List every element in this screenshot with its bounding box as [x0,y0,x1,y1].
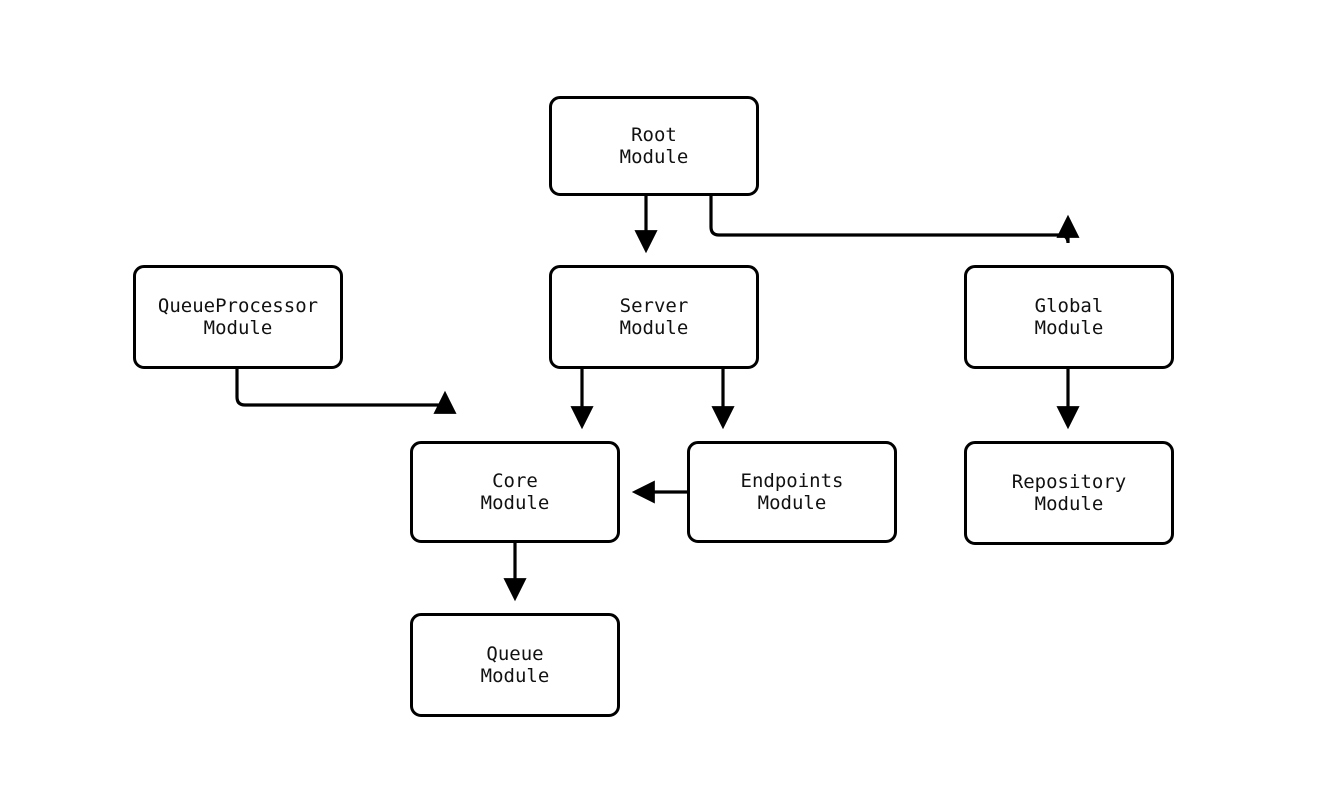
node-endpoints-module[interactable]: Endpoints Module [687,441,897,543]
node-label-line1: QueueProcessor [157,295,319,317]
node-label-line1: Global [1034,295,1104,317]
node-label-line2: Module [480,665,550,687]
node-root-module[interactable]: Root Module [549,96,759,196]
node-label-line2: Module [1034,317,1104,339]
node-global-module[interactable]: Global Module [964,265,1174,369]
node-label-line1: Repository [1011,471,1127,493]
edge-root-global [709,196,1080,244]
node-label-line2: Module [480,492,550,514]
node-label-line2: Module [1034,493,1104,515]
node-label-line1: Server [619,295,689,317]
node-server-module[interactable]: Server Module [549,265,759,369]
node-core-module[interactable]: Core Module [410,441,620,543]
node-label-line1: Core [492,470,538,492]
node-label-line2: Module [619,146,689,168]
node-label-line2: Module [203,317,273,339]
node-queueprocessor-module[interactable]: QueueProcessor Module [133,265,343,369]
node-repository-module[interactable]: Repository Module [964,441,1174,545]
node-label-line2: Module [619,317,689,339]
node-label-line1: Queue [486,643,544,665]
edges-group [235,196,1080,602]
node-label-line2: Module [757,492,827,514]
node-queue-module[interactable]: Queue Module [410,613,620,717]
node-label-line1: Endpoints [740,470,844,492]
edge-queueprocessor-core [235,369,457,414]
node-label-line1: Root [631,124,677,146]
